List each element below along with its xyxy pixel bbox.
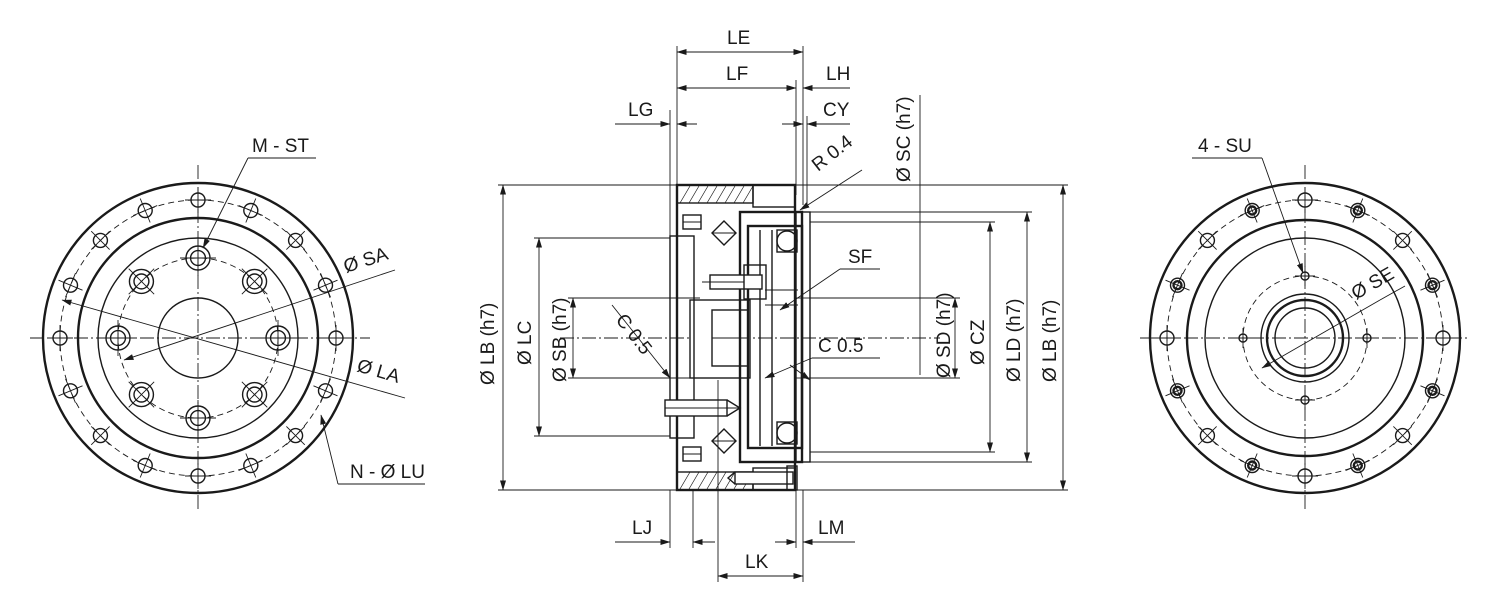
left-view: M - ST Ø SA Ø LA N - Ø LU <box>30 136 425 510</box>
su-hole <box>1357 328 1377 348</box>
outer-bolt-holes <box>47 187 349 489</box>
tapped-hole <box>128 381 155 408</box>
tapped-hole <box>100 320 136 356</box>
bolt-hole <box>1165 273 1190 298</box>
label-su: 4 - SU <box>1198 136 1252 157</box>
label-sb: Ø SB (h7) <box>550 298 571 382</box>
label-r04: R 0.4 <box>808 131 857 176</box>
bolt-hole <box>1420 273 1445 298</box>
label-cy: CY <box>823 100 850 121</box>
label-sf: SF <box>848 247 872 268</box>
counterbore-mark <box>1427 279 1438 291</box>
right-view: 4 - SU Ø SE <box>1140 136 1470 510</box>
bolt-hole <box>1345 453 1370 478</box>
bolt-hole <box>1292 463 1318 489</box>
su-hole <box>1233 328 1253 348</box>
bolt-hole <box>1345 198 1370 223</box>
bolt-hole <box>58 378 83 403</box>
bolt-hole <box>313 273 338 298</box>
su-hole <box>1295 266 1315 286</box>
bolt-hole <box>185 187 211 213</box>
label-sc: Ø SC (h7) <box>894 96 915 182</box>
bolt-hole <box>90 230 110 250</box>
su-holes <box>1233 266 1377 410</box>
label-sd: Ø SD (h7) <box>934 292 955 378</box>
tapped-hole <box>241 381 268 408</box>
su-hole <box>1295 390 1315 410</box>
label-lm: LM <box>818 518 844 539</box>
label-c05-right: C 0.5 <box>818 336 863 357</box>
bolt-hole <box>1393 426 1413 446</box>
bolt-hole <box>1240 453 1265 478</box>
bolt-hole <box>238 453 263 478</box>
bolt-hole <box>286 426 306 446</box>
label-lc: Ø LC <box>515 321 536 365</box>
label-la: Ø LA <box>355 356 403 388</box>
label-n-lu: N - Ø LU <box>350 462 425 483</box>
tapped-hole <box>260 320 296 356</box>
bolt-hole <box>1154 325 1180 351</box>
label-se: Ø SE <box>1348 263 1398 304</box>
bolt-hole <box>1420 378 1445 403</box>
bolt-hole <box>238 198 263 223</box>
label-le: LE <box>727 28 750 49</box>
label-cz: Ø CZ <box>968 319 989 365</box>
counterbore-mark <box>1172 279 1183 291</box>
counterbore-mark <box>1172 385 1183 397</box>
tapped-hole <box>128 268 155 295</box>
bolt-hole <box>1197 426 1217 446</box>
bolt-hole <box>323 325 349 351</box>
bolt-hole <box>313 378 338 403</box>
label-lg: LG <box>628 100 653 121</box>
bolt-hole <box>133 453 158 478</box>
label-lf: LF <box>726 64 748 85</box>
label-ld: Ø LD (h7) <box>1004 299 1025 382</box>
bolt-hole <box>286 230 306 250</box>
label-lk: LK <box>745 552 769 573</box>
tapped-hole <box>180 240 216 276</box>
bolt-hole <box>47 325 73 351</box>
bolt-hole <box>1240 198 1265 223</box>
tapped-hole <box>180 400 216 436</box>
label-sa: Ø SA <box>341 244 391 278</box>
label-m-st: M - ST <box>252 136 309 157</box>
section-view: LE LF LH LG CY R 0.4 Ø SC (h7) SF Ø LB ( <box>478 28 1068 582</box>
bolt-hole <box>90 426 110 446</box>
bolt-hole <box>1292 187 1318 213</box>
label-lh: LH <box>826 64 850 85</box>
counterbore-mark <box>1246 460 1258 471</box>
label-lb-right: Ø LB (h7) <box>1040 300 1061 382</box>
counterbore-mark <box>1352 205 1364 216</box>
bolt-hole <box>58 273 83 298</box>
outer-bolt-holes-right <box>1154 187 1456 489</box>
bolt-hole <box>133 198 158 223</box>
bolt-hole <box>185 463 211 489</box>
bolt-hole <box>1165 378 1190 403</box>
bolt-hole <box>1197 230 1217 250</box>
counterbore-mark <box>1352 460 1364 471</box>
bolt-hole <box>1393 230 1413 250</box>
counterbore-mark <box>1427 385 1438 397</box>
inner-tapped-holes <box>100 240 296 436</box>
tapped-hole <box>241 268 268 295</box>
label-lj: LJ <box>632 518 652 539</box>
counterbore-mark <box>1246 205 1258 216</box>
label-lb-left: Ø LB (h7) <box>478 303 499 385</box>
bolt-hole <box>1430 325 1456 351</box>
